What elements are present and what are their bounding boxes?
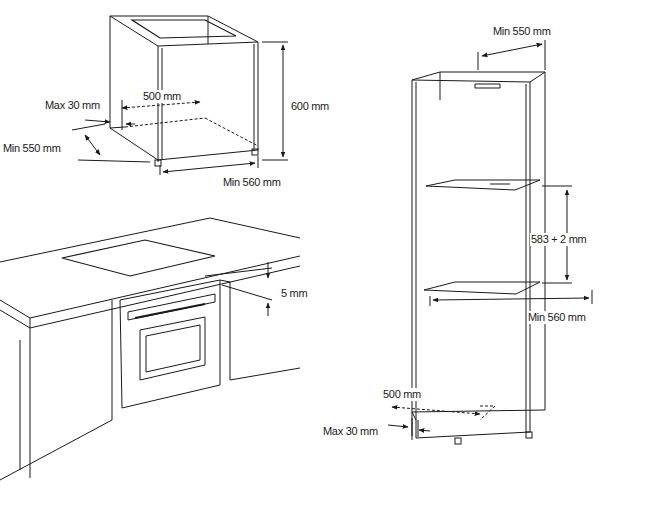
- dimension-label: Min 560 mm: [222, 176, 282, 189]
- dimension-label: Min 550 mm: [492, 25, 552, 38]
- dimension-label: Min 550 mm: [2, 142, 62, 155]
- dimension-label: Max 30 mm: [44, 99, 101, 112]
- dimension-label: Max 30 mm: [322, 425, 379, 438]
- dimension-label: 583 + 2 mm: [530, 233, 587, 246]
- dimension-label: 5 mm: [280, 287, 308, 300]
- dimension-label: 600 mm: [290, 100, 330, 113]
- dimension-label: 500 mm: [142, 90, 182, 103]
- dimension-label: Min 560 mm: [527, 311, 587, 324]
- dimension-label: 500 mm: [382, 388, 422, 401]
